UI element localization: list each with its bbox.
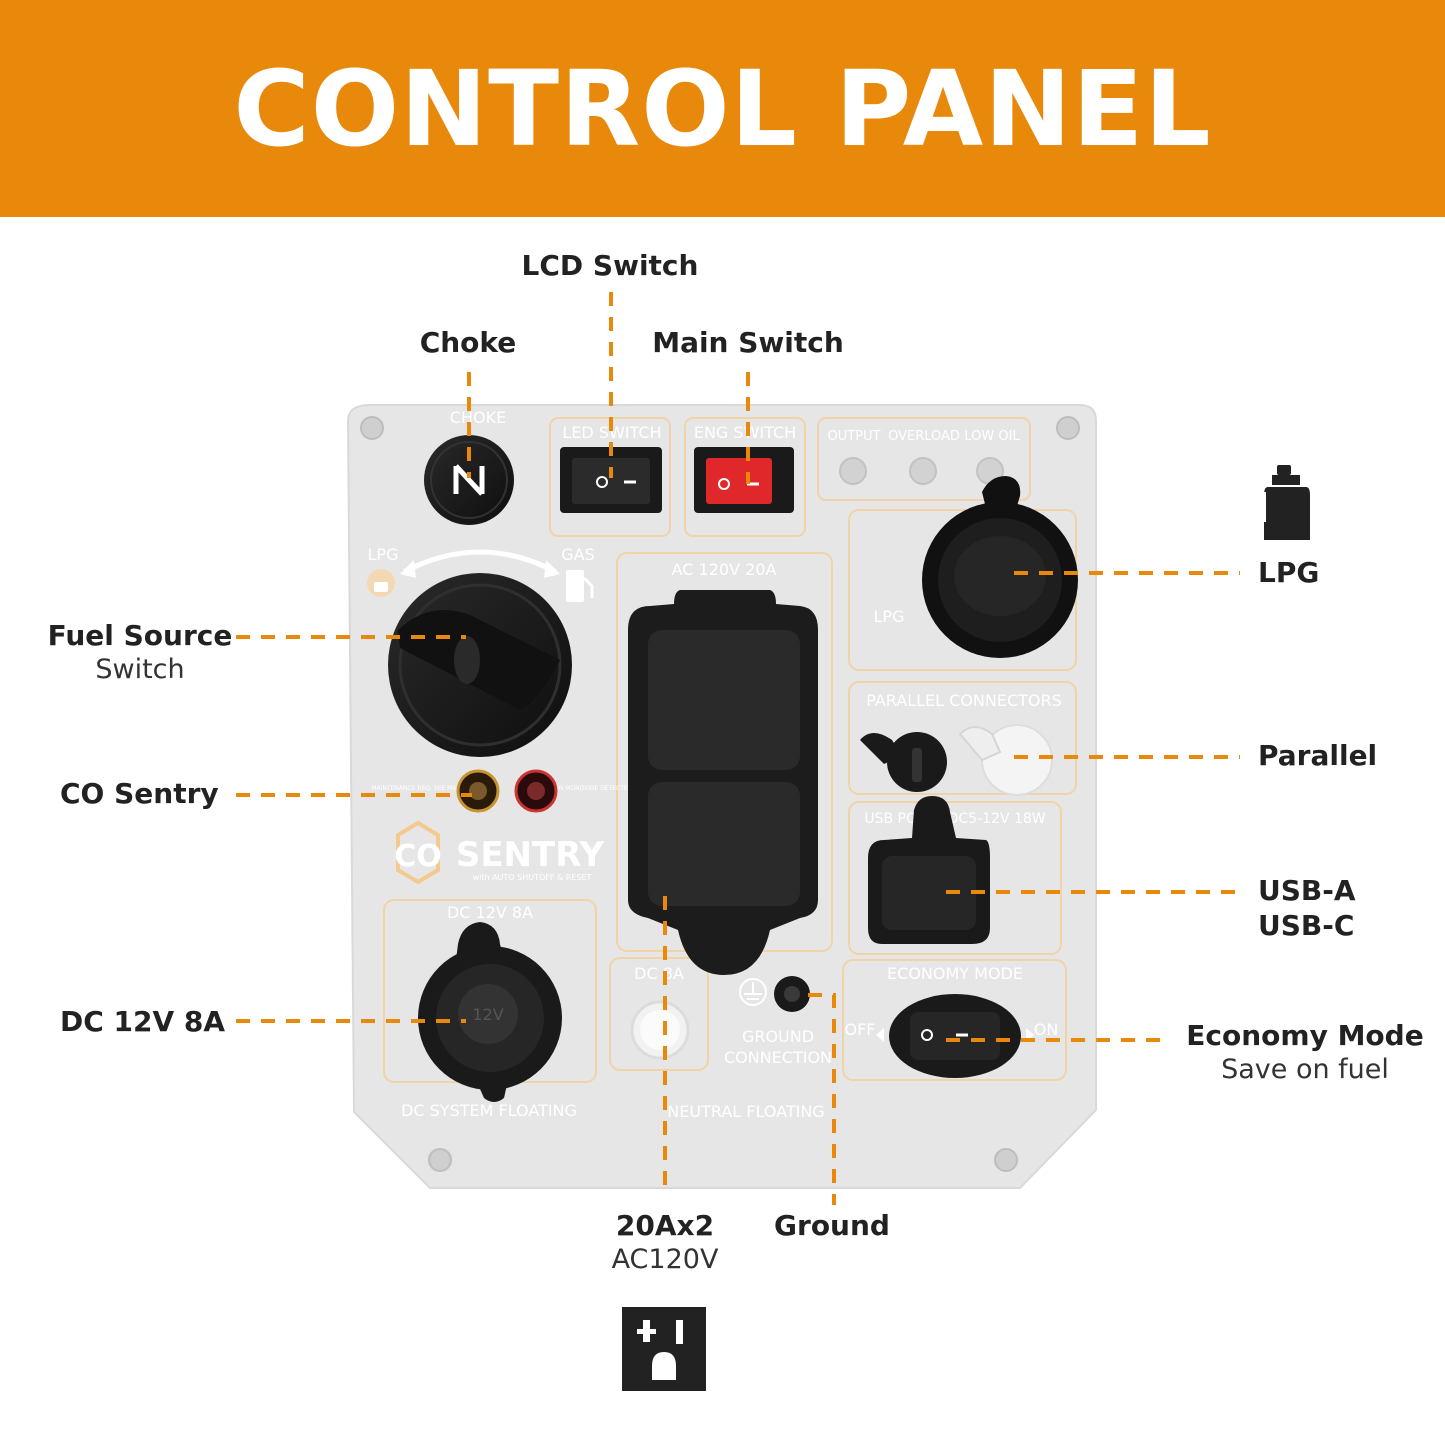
fuel-source-title: Fuel Source [47, 619, 233, 652]
lpg-tank-icon [1262, 465, 1310, 540]
parallel-connectors[interactable] [860, 724, 1053, 796]
economy-mode-switch[interactable] [876, 994, 1034, 1078]
ac-outlet-cover[interactable] [628, 590, 818, 975]
lpg-inlet[interactable] [922, 476, 1078, 658]
parallel-connectors-label: PARALLEL CONNECTORS [866, 691, 1062, 710]
main-switch-title: Main Switch [652, 326, 844, 359]
ground-symbol-icon [739, 978, 767, 1006]
eng-switch-section [684, 417, 806, 537]
economy-subtitle: Save on fuel [1221, 1054, 1389, 1085]
choke-panel-label: CHOKE [450, 408, 506, 427]
off-label: OFF [845, 1020, 876, 1039]
dc-title: DC 12V 8A [60, 1005, 226, 1038]
carbon-monoxide-label: CARBON MONOXIDE DETECTED [538, 785, 633, 792]
usb-port-cover[interactable] [868, 796, 990, 944]
callout-choke: Choke [378, 325, 558, 360]
led-switch-panel-label: LED SWITCH [562, 423, 661, 442]
callout-co-sentry: CO Sentry [60, 776, 240, 811]
co-sentry-logo: CO SENTRY with AUTO SHUTOFF & RESET [394, 820, 605, 885]
callout-lpg: LPG [1258, 555, 1378, 590]
lpg-port-label: LPG [874, 607, 905, 626]
dc-system-floating-label: DC SYSTEM FLOATING [401, 1101, 577, 1120]
callout-usb: USB-A USB-C [1258, 873, 1418, 943]
callout-dc: DC 12V 8A [60, 1004, 240, 1039]
screw-icon [360, 416, 1080, 1172]
parallel-section [848, 681, 1077, 795]
svg-text:CO: CO [394, 839, 442, 874]
usb-ports-label: USB PORTS DC5-12V 18W [864, 811, 1045, 827]
ac-rating-label: AC 120V 20A [672, 560, 777, 579]
svg-text:SENTRY: SENTRY [456, 835, 605, 875]
ground-title: Ground [774, 1209, 890, 1242]
callout-economy: Economy Mode Save on fuel [1185, 1018, 1425, 1087]
callout-fuel-source: Fuel Source Switch [40, 618, 240, 687]
callout-ground: Ground [752, 1208, 912, 1243]
output-label: OUTPUT [828, 429, 881, 444]
on-label: ON [1034, 1020, 1059, 1039]
svg-text:with AUTO SHUTOFF & RESET: with AUTO SHUTOFF & RESET [473, 873, 592, 882]
parallel-title: Parallel [1258, 739, 1378, 772]
economy-title: Economy Mode [1186, 1019, 1424, 1052]
ground-connection-label-1: GROUND [742, 1027, 814, 1046]
eng-switch-panel-label: ENG SWITCH [694, 423, 796, 442]
choke-knob[interactable] [424, 435, 514, 525]
dc-rating-label: DC 12V 8A [447, 903, 533, 922]
lcd-switch-title: LCD Switch [521, 249, 699, 282]
main-switch[interactable] [694, 447, 794, 513]
maintenance-label: MAINTENANCE REQ. SEE MANUAL [371, 785, 473, 792]
usb-section [848, 801, 1062, 955]
co-sentry-title: CO Sentry [60, 777, 219, 810]
overload-label: OVERLOAD [888, 429, 960, 444]
neutral-floating-label: NEUTRAL FLOATING [667, 1102, 824, 1121]
callout-main-switch: Main Switch [638, 325, 858, 360]
callout-ac: 20Ax2 AC120V [575, 1208, 755, 1277]
choke-title: Choke [419, 326, 517, 359]
callout-parallel: Parallel [1258, 738, 1418, 773]
ground-terminal[interactable] [774, 976, 810, 1012]
dc-breaker-label: DC 8A [634, 964, 684, 983]
usb-a-title: USB-A [1258, 874, 1356, 907]
leader-lines [236, 292, 1240, 1205]
ac-title: 20Ax2 [615, 1209, 715, 1242]
callout-lcd-switch: LCD Switch [500, 248, 720, 283]
indicator-lights [839, 457, 1004, 485]
ac-subtitle: AC120V [611, 1244, 719, 1275]
dc-breaker-button[interactable] [630, 1000, 690, 1060]
lcd-switch[interactable] [560, 447, 662, 513]
economy-section [842, 959, 1067, 1081]
fuel-arrow-icon [402, 549, 558, 575]
fuel-pump-icon [566, 570, 594, 602]
svg-text:12V: 12V [472, 1005, 503, 1024]
output-light [839, 457, 867, 485]
co-sentry-lights [456, 769, 558, 813]
header-banner: CONTROL PANEL [0, 0, 1445, 217]
ground-connection-label-2: CONNECTION [724, 1048, 832, 1067]
economy-mode-label: ECONOMY MODE [887, 964, 1023, 983]
lpg-title: LPG [1258, 556, 1320, 589]
fuel-source-knob[interactable] [388, 573, 572, 757]
usb-c-title: USB-C [1258, 909, 1355, 942]
leader-ground [808, 993, 836, 1205]
dc-breaker-section [609, 957, 709, 1071]
gas-label: GAS [561, 545, 595, 564]
dc-outlet[interactable]: 12V [418, 922, 562, 1102]
ac-outlet-icon [622, 1307, 706, 1391]
indicator-section [817, 417, 1031, 501]
low-oil-label: LOW OIL [964, 429, 1020, 444]
lock-icon [367, 569, 395, 597]
fuel-source-subtitle: Switch [95, 654, 185, 685]
page-title: CONTROL PANEL [233, 47, 1212, 170]
lpg-left-label: LPG [368, 545, 399, 564]
overload-light [909, 457, 937, 485]
